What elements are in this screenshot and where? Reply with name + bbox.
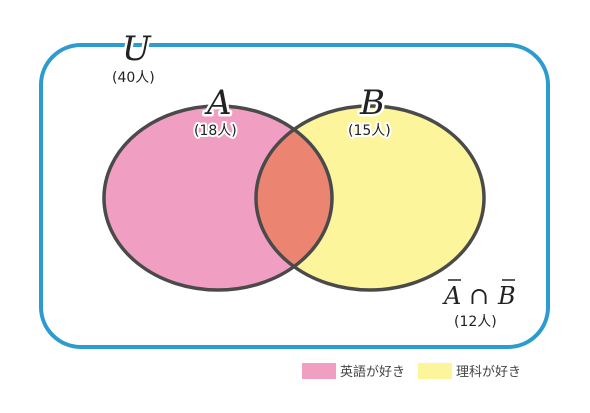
- set-b-label: B: [359, 83, 385, 123]
- set-a-label-halo: A: [204, 83, 232, 123]
- legend-swatch-english: [302, 363, 336, 379]
- complement-cap: ∩: [469, 282, 489, 310]
- complement-count: (12人): [454, 314, 497, 330]
- complement-b: B: [497, 282, 516, 310]
- legend-label-english: 英語が好き: [340, 364, 405, 380]
- universe-count-halo: (40人): [112, 70, 155, 86]
- complement-label: A ∩ B: [442, 279, 516, 310]
- set-b-label-halo: B: [359, 83, 385, 123]
- set-a-count: (18人): [194, 123, 237, 139]
- set-a-outline: [102, 104, 334, 292]
- universe-frame: [39, 43, 550, 349]
- complement-a: A: [442, 282, 461, 310]
- set-a-count-halo: (18人): [194, 123, 237, 139]
- universe-label-halo: U: [122, 29, 152, 69]
- legend: 英語が好き 理科が好き: [302, 363, 521, 380]
- set-b-outline: [254, 104, 486, 292]
- set-b-count-halo: (15人): [348, 123, 391, 139]
- intersection-region: [256, 106, 332, 290]
- universe-count: (40人): [112, 70, 155, 86]
- legend-label-science: 理科が好き: [456, 365, 521, 380]
- legend-swatch-science: [418, 363, 452, 379]
- universe-label: U: [122, 29, 152, 69]
- set-a-label: A: [204, 83, 232, 123]
- set-b-count: (15人): [348, 123, 391, 139]
